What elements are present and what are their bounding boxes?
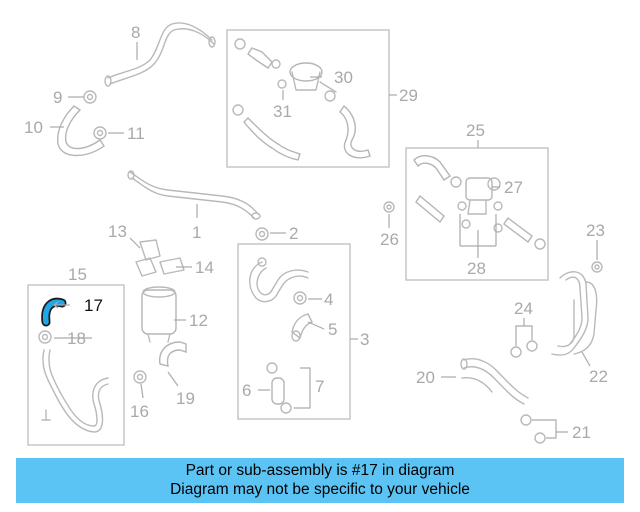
callout-26: 26 [380, 230, 399, 249]
part-15-pipe [41, 349, 109, 433]
callout-19: 19 [176, 389, 195, 408]
banner-line-disclaimer: Diagram may not be specific to your vehi… [170, 481, 470, 498]
callout-16: 16 [130, 402, 149, 421]
part-21-clamps [520, 414, 546, 444]
callout-2: 2 [289, 224, 298, 243]
callout-13: 13 [108, 222, 127, 241]
callout-3: 3 [360, 330, 369, 349]
callout-27: 27 [504, 178, 523, 197]
part-17-hose-highlighted [41, 297, 67, 327]
callout-11: 11 [127, 124, 145, 143]
callout-20: 20 [416, 368, 435, 387]
callout-9: 9 [53, 88, 62, 107]
part-16-clamp [133, 370, 147, 384]
part-12-pump [141, 286, 177, 343]
callout-31: 31 [273, 102, 292, 121]
callout-30: 30 [334, 68, 353, 87]
part-19-hose [159, 341, 187, 367]
callout-8: 8 [131, 23, 140, 42]
part-3-hose [249, 257, 309, 303]
callout-25: 25 [466, 121, 485, 140]
part-1-pipe [127, 170, 261, 220]
callout-7: 7 [315, 377, 324, 396]
part-14-bracket [159, 257, 185, 275]
callout-15: 15 [68, 265, 87, 284]
callout-24: 24 [514, 299, 533, 318]
info-banner: Part or sub-assembly is #17 in diagram D… [16, 458, 624, 503]
part-9-clamp [83, 90, 97, 104]
part-13-bracket [135, 239, 161, 277]
callout-29: 29 [399, 86, 418, 105]
part-18-clamp [38, 330, 52, 344]
callout-10: 10 [24, 118, 43, 137]
callout-18: 18 [67, 329, 86, 348]
callout-21: 21 [572, 423, 591, 442]
part-4-clamp [293, 291, 307, 305]
box-15 [27, 284, 125, 446]
banner-line-part: Part or sub-assembly is #17 in diagram [185, 462, 455, 479]
part-24-clamps [510, 340, 538, 358]
part-23-clamp [591, 261, 603, 273]
part-5-hose [291, 313, 313, 342]
callout-12: 12 [189, 311, 208, 330]
part-25-assembly [413, 155, 546, 250]
part-11-clamp [93, 126, 107, 140]
callout-17-highlighted: 17 [84, 296, 103, 315]
part-26-clamp [383, 201, 395, 213]
part-20-hose [460, 358, 529, 405]
box-25 [405, 147, 549, 281]
callout-23: 23 [586, 221, 605, 240]
part-31-clamp [277, 79, 287, 89]
callout-5: 5 [328, 320, 337, 339]
part-7-clamps [266, 362, 292, 414]
callout-28: 28 [467, 259, 486, 278]
part-2-clamp [255, 227, 269, 241]
callout-6: 6 [242, 381, 251, 400]
part-29-assembly [232, 38, 371, 161]
part-6-hose [271, 377, 285, 405]
box-3 [237, 243, 351, 420]
part-10-hose [57, 105, 105, 157]
callout-14: 14 [195, 258, 214, 277]
box-29 [226, 29, 390, 168]
callout-1: 1 [192, 223, 201, 242]
callout-4: 4 [324, 290, 333, 309]
part-8-pipe [104, 22, 216, 87]
part-22-pipes [551, 271, 598, 356]
callout-22: 22 [589, 367, 608, 386]
leader-lines [50, 42, 598, 439]
